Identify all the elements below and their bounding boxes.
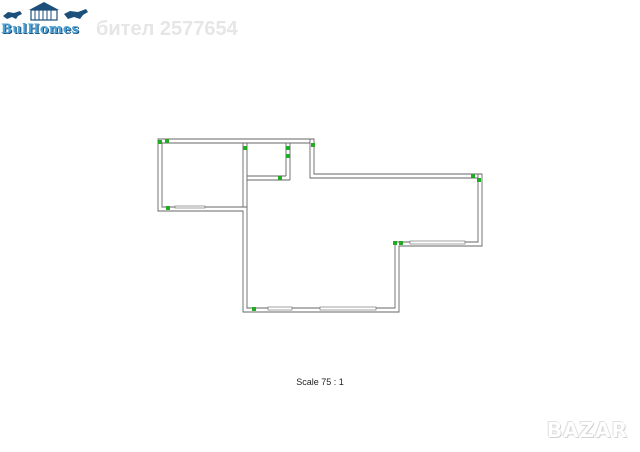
inner-wall-line [161, 142, 479, 309]
house-logo-icon [3, 2, 88, 21]
corner-node [477, 178, 481, 182]
window [267, 306, 293, 311]
bazar-watermark: BAZAR [546, 418, 628, 442]
corner-node [158, 140, 162, 144]
corner-node [165, 139, 169, 143]
corner-node [311, 143, 315, 147]
watermark-text: бител 2577654 [96, 18, 238, 40]
walls [157, 138, 483, 313]
logo-wordmark: BulHomes [1, 22, 80, 37]
corner-node [393, 241, 397, 245]
corner-nodes [158, 139, 481, 311]
window [319, 306, 377, 311]
corner-node [286, 154, 290, 158]
corner-node [252, 307, 256, 311]
scale-label: Scale 75 : 1 [296, 377, 344, 387]
outer-wall-line [157, 138, 483, 313]
corner-node [399, 241, 403, 245]
corner-node [278, 176, 282, 180]
corner-node [166, 206, 170, 210]
corner-node [286, 146, 290, 150]
window [409, 240, 466, 245]
corner-node [471, 174, 475, 178]
window [174, 205, 206, 209]
corner-node [243, 146, 247, 150]
bulhomes-logo: BulHomes [0, 0, 100, 40]
windows [174, 205, 466, 311]
